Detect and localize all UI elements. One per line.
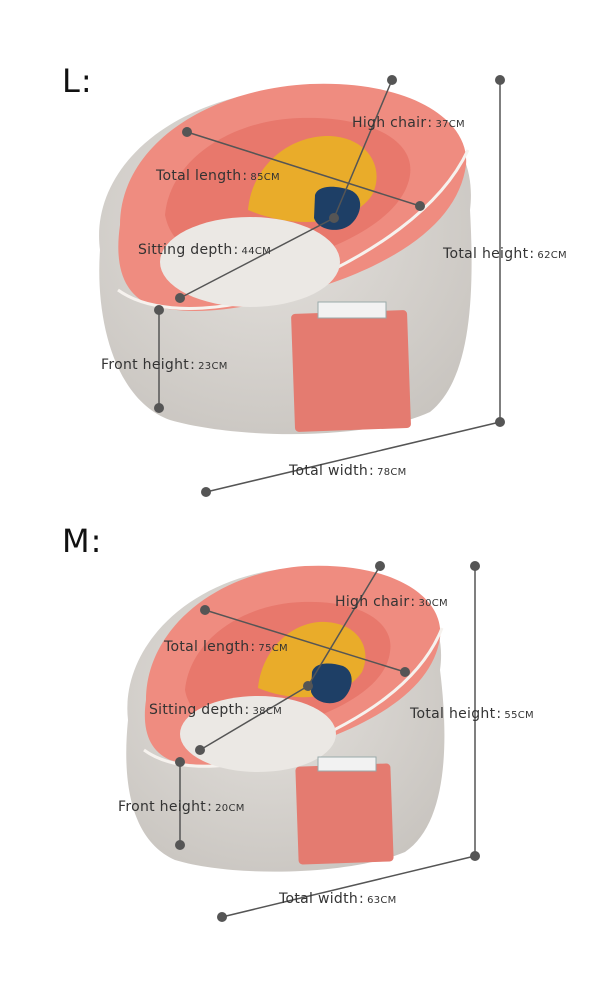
total-height-label: Total height:62CM — [443, 246, 567, 262]
size-title: L: — [62, 62, 93, 100]
sitting-depth-label: Sitting depth:38CM — [149, 702, 283, 718]
size-m-panel: M: — [0, 500, 600, 990]
total-length-label: Total length:85CM — [156, 168, 280, 184]
total-width-label: Total width:78CM — [289, 463, 407, 479]
front-height-label: Front height:23CM — [101, 357, 228, 373]
total-length-label: Total length:75CM — [164, 639, 288, 655]
total-height-label: Total height:55CM — [410, 706, 534, 722]
size-l-panel: L: — [62, 62, 567, 497]
total-width-label: Total width:63CM — [279, 891, 397, 907]
sitting-depth-label: Sitting depth:44CM — [138, 242, 272, 258]
high-chair-label: High chair:37CM — [352, 115, 465, 131]
size-title: M: — [62, 522, 103, 560]
front-height-label: Front height:20CM — [118, 799, 245, 815]
high-chair-label: High chair:30CM — [335, 594, 448, 610]
bean-bag-chair-m-image — [126, 561, 480, 922]
bean-bag-chair-l-image — [99, 75, 505, 497]
